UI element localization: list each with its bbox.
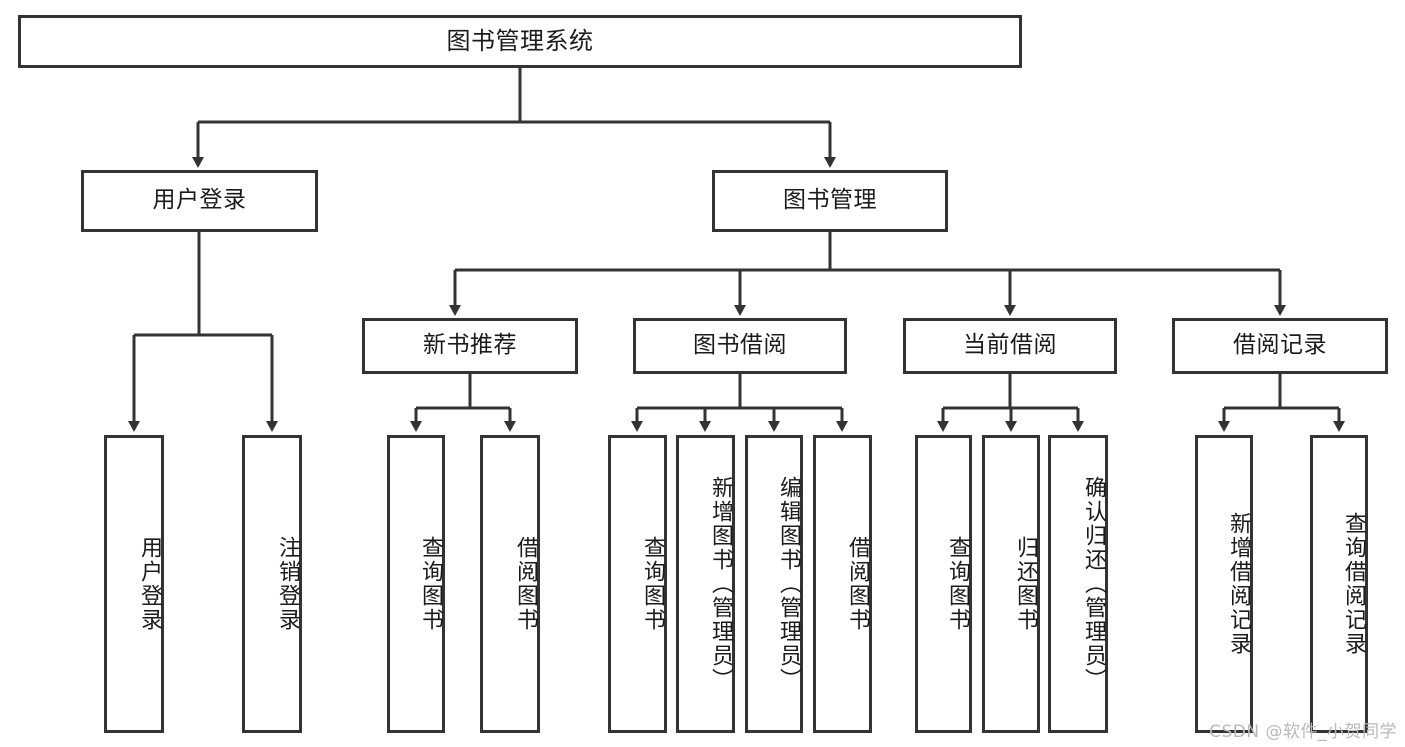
leaf-edit-book-admin[interactable]: 编辑图书（管理员） xyxy=(745,435,803,733)
leaf-borrow-book-recommend[interactable]: 借阅图书 xyxy=(480,435,540,733)
node-new-book-recommend[interactable]: 新书推荐 xyxy=(362,318,578,374)
leaf-add-borrow-record[interactable]: 新增借阅记录 xyxy=(1195,435,1253,733)
leaf-return-book[interactable]: 归还图书 xyxy=(982,435,1040,733)
node-current-borrow-label: 当前借阅 xyxy=(963,332,1057,359)
node-root-label: 图书管理系统 xyxy=(446,27,594,56)
node-borrow-record[interactable]: 借阅记录 xyxy=(1172,318,1388,374)
leaf-logout[interactable]: 注销登录 xyxy=(242,435,302,733)
node-new-book-recommend-label: 新书推荐 xyxy=(423,332,517,359)
leaf-query-borrow-record[interactable]: 查询借阅记录 xyxy=(1310,435,1368,733)
leaf-logout-label: 注销登录 xyxy=(275,536,300,632)
leaf-user-login-label: 用户登录 xyxy=(137,536,162,632)
leaf-add-book-admin[interactable]: 新增图书（管理员） xyxy=(676,435,735,733)
leaf-borrow-book-label: 借阅图书 xyxy=(845,536,870,632)
leaf-query-book-borrow-label: 查询图书 xyxy=(640,536,665,632)
leaf-confirm-return-admin[interactable]: 确认归还（管理员） xyxy=(1048,435,1108,733)
csdn-watermark: CSDN @软件_小贺同学 xyxy=(1209,722,1397,742)
leaf-borrow-book-recommend-label: 借阅图书 xyxy=(513,536,538,632)
leaf-query-book-recommend-label: 查询图书 xyxy=(418,536,443,632)
leaf-edit-book-admin-label: 编辑图书（管理员） xyxy=(776,476,801,692)
leaf-query-book-recommend[interactable]: 查询图书 xyxy=(387,435,445,733)
leaf-query-book-current-label: 查询图书 xyxy=(945,536,970,632)
node-root[interactable]: 图书管理系统 xyxy=(18,15,1022,68)
leaf-query-borrow-record-label: 查询借阅记录 xyxy=(1341,512,1366,656)
node-borrow-record-label: 借阅记录 xyxy=(1233,332,1327,359)
leaf-user-login[interactable]: 用户登录 xyxy=(104,435,164,733)
leaf-query-book-current[interactable]: 查询图书 xyxy=(915,435,972,733)
leaf-add-borrow-record-label: 新增借阅记录 xyxy=(1226,512,1251,656)
leaf-borrow-book[interactable]: 借阅图书 xyxy=(813,435,872,733)
node-book-management[interactable]: 图书管理 xyxy=(712,170,948,232)
leaf-query-book-borrow[interactable]: 查询图书 xyxy=(608,435,667,733)
node-book-borrow-label: 图书借阅 xyxy=(693,332,787,359)
node-book-borrow[interactable]: 图书借阅 xyxy=(633,318,847,374)
leaf-confirm-return-admin-label: 确认归还（管理员） xyxy=(1081,476,1106,692)
node-user-login-label: 用户登录 xyxy=(152,187,247,214)
leaf-add-book-admin-label: 新增图书（管理员） xyxy=(708,476,733,692)
leaf-return-book-label: 归还图书 xyxy=(1013,536,1038,632)
node-user-login[interactable]: 用户登录 xyxy=(81,170,318,232)
node-current-borrow[interactable]: 当前借阅 xyxy=(903,318,1117,374)
node-book-management-label: 图书管理 xyxy=(783,187,877,214)
